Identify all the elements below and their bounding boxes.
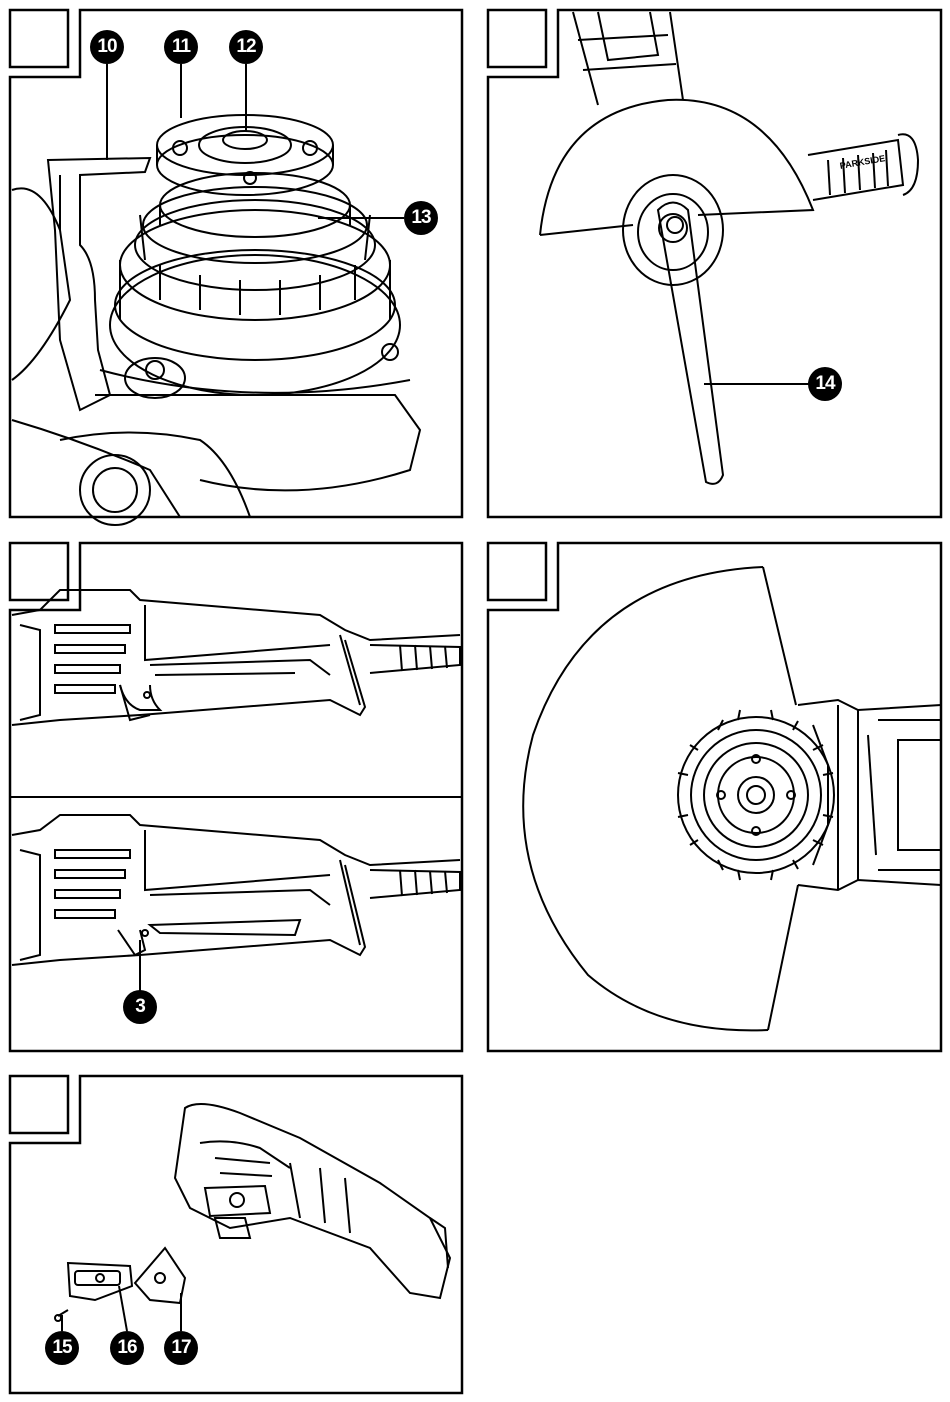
callout-15: 15 [45, 1331, 79, 1365]
figure-number-box [488, 10, 546, 67]
callout-16: 16 [110, 1331, 144, 1365]
callout-11: 11 [164, 30, 198, 64]
figure-3-illustration [0, 535, 470, 1060]
figure-number-box [488, 543, 546, 600]
figure-2-illustration: PARKSIDE [478, 0, 950, 525]
figure-1-panel: 10 11 12 13 [0, 0, 470, 525]
callout-3: 3 [123, 990, 157, 1024]
figure-3-panel: 3 [0, 535, 470, 1060]
figure-5-panel: 15 16 17 [0, 1068, 470, 1402]
figure-4-illustration [478, 535, 950, 1060]
handle-brand-text: PARKSIDE [839, 153, 886, 171]
callout-12: 12 [229, 30, 263, 64]
callout-10: 10 [90, 30, 124, 64]
figure-1-illustration [0, 0, 470, 525]
figure-number-box [10, 1076, 68, 1133]
figure-4-panel [478, 535, 950, 1060]
callout-14: 14 [808, 367, 842, 401]
callout-17: 17 [164, 1331, 198, 1365]
callout-13: 13 [404, 201, 438, 235]
figure-2-panel: PARKSIDE 14 [478, 0, 950, 525]
figure-number-box [10, 10, 68, 67]
